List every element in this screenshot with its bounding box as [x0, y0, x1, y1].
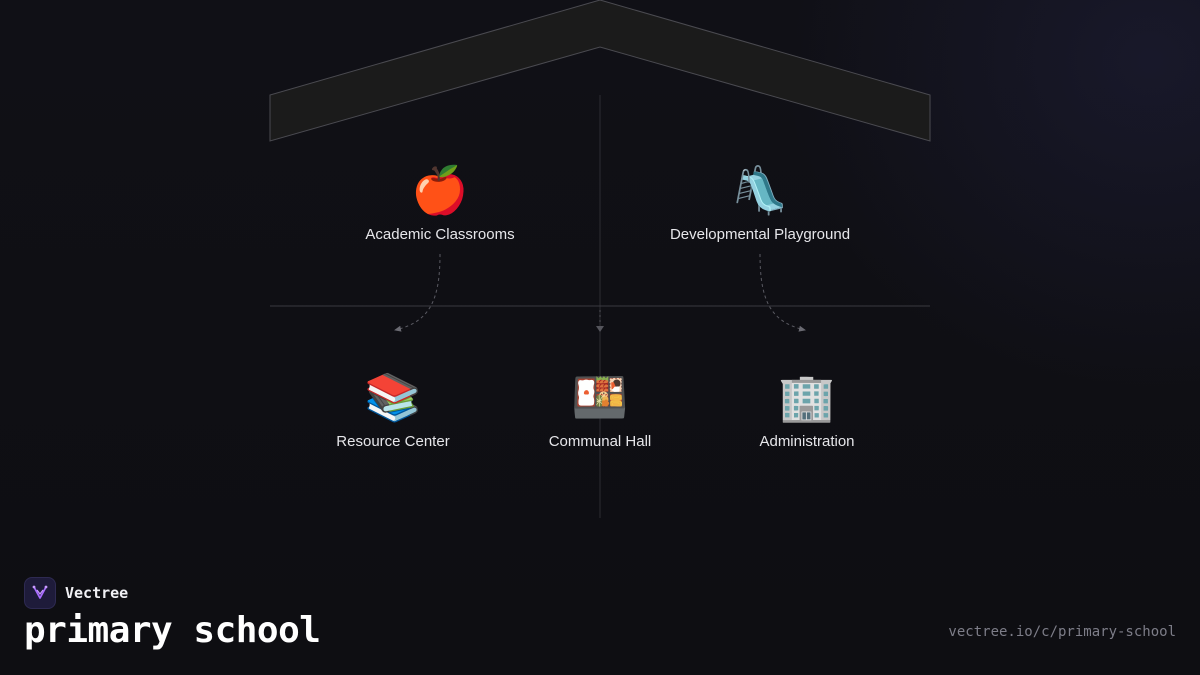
vectree-logo-icon [24, 577, 56, 609]
brand: Vectree [24, 577, 128, 609]
node-label: Developmental Playground [669, 226, 851, 243]
books-icon: 📚 [364, 371, 422, 423]
node-administration: 🏢 Administration [687, 369, 927, 450]
slide-icon: 🛝 [731, 164, 789, 216]
edge-academic-resource [394, 253, 441, 332]
roof [269, 0, 931, 142]
bento-box-icon: 🍱 [571, 371, 629, 423]
page-url: vectree.io/c/primary-school [948, 624, 1176, 640]
node-communal-hall: 🍱 Communal Hall [480, 369, 720, 450]
office-building-icon: 🏢 [778, 371, 836, 423]
node-label: Resource Center [336, 433, 450, 450]
node-resource-center: 📚 Resource Center [273, 369, 513, 450]
node-label: Academic Classrooms [365, 226, 515, 243]
node-developmental-playground: 🛝 Developmental Playground [640, 162, 880, 243]
apple-icon: 🍎 [411, 164, 469, 216]
edge-playground-admin [759, 253, 806, 332]
node-academic-classrooms: 🍎 Academic Classrooms [320, 162, 560, 243]
brand-name: Vectree [65, 584, 129, 602]
page-title: primary school [24, 610, 321, 651]
node-label: Communal Hall [548, 433, 652, 450]
node-label: Administration [759, 433, 855, 450]
center-arrow-icon [596, 326, 604, 332]
